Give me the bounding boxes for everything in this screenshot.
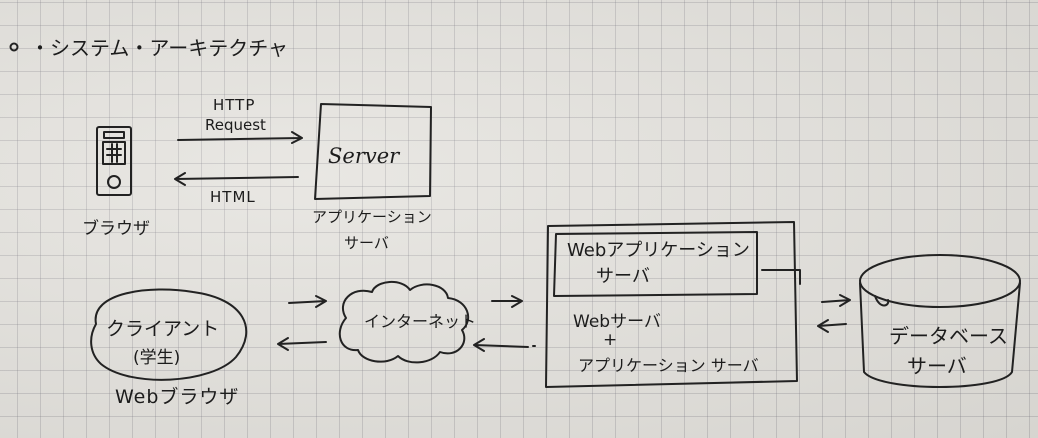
- server-label-line2: サーバ: [344, 234, 389, 252]
- app-server-title-line2: サーバ: [596, 266, 650, 287]
- app-to-db-connector: [761, 269, 801, 285]
- internet-to-app-arrow: [491, 295, 523, 308]
- web-server-label: Webサーバ: [573, 312, 661, 332]
- app-to-db-arrow: [821, 294, 851, 307]
- diagram-heading: ・システム・アーキテクチャ: [30, 36, 288, 60]
- request-label-line1: HTTP: [213, 96, 256, 114]
- request-arrow: [177, 131, 303, 144]
- browser-icon: [96, 126, 132, 196]
- client-caption: Webブラウザ: [115, 386, 240, 408]
- server-box-label: Server: [328, 144, 400, 168]
- db-label-line1: データベース: [889, 324, 1008, 348]
- client-label-line2: (学生): [133, 348, 181, 368]
- database-cylinder: [859, 254, 1021, 388]
- app-to-internet-arrow: [473, 338, 529, 352]
- response-label: HTML: [210, 188, 256, 206]
- internet-to-client-arrow: [277, 337, 327, 351]
- response-arrow: [174, 172, 299, 186]
- internet-cloud: [338, 281, 470, 364]
- db-label-line2: サーバ: [907, 354, 967, 378]
- internet-label: インターネット: [364, 312, 477, 331]
- app-server-label: アプリケーション サーバ: [578, 356, 759, 375]
- client-to-internet-arrow: [288, 295, 327, 308]
- bullet-dot: [9, 42, 19, 52]
- app-server-outer-box: [545, 221, 798, 388]
- client-ellipse: [90, 288, 248, 381]
- app-server-title-line1: Webアプリケーション: [567, 240, 750, 261]
- server-label-line1: アプリケーション: [312, 208, 432, 226]
- server-box: [314, 103, 432, 200]
- client-label-line1: クライアント: [106, 318, 220, 340]
- request-label-line2: Request: [205, 116, 266, 134]
- plus-sign: +: [603, 330, 618, 350]
- browser-label: ブラウザ: [82, 219, 150, 239]
- db-to-app-arrow: [817, 319, 847, 333]
- app-server-inner-box: [553, 231, 758, 297]
